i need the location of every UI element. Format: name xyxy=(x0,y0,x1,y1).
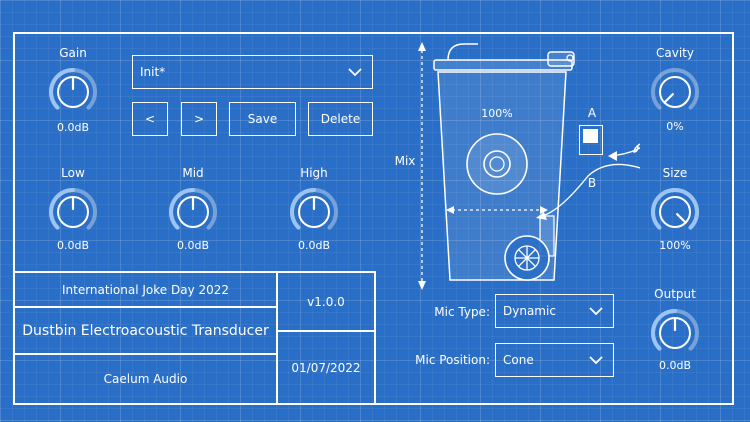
cavity-value: 0% xyxy=(666,120,684,133)
mid-label: Mid xyxy=(182,166,204,180)
release-date: 01/07/2022 xyxy=(291,360,361,375)
mix-label: Mix xyxy=(394,154,416,168)
ab-switch[interactable] xyxy=(579,125,603,155)
mic-type-dropdown[interactable]: Dynamic xyxy=(495,294,614,328)
chevron-down-icon xyxy=(589,307,603,315)
speaker-icon xyxy=(466,133,528,195)
company-name: Caelum Audio xyxy=(103,372,188,386)
low-value: 0.0dB xyxy=(56,239,90,252)
previous-preset-button[interactable]: < xyxy=(132,102,168,136)
mic-type-label: Mic Type: xyxy=(434,305,490,319)
high-value: 0.0dB xyxy=(297,239,331,252)
gain-value: 0.0dB xyxy=(56,121,90,134)
gain-knob[interactable] xyxy=(47,66,99,118)
save-button[interactable]: Save xyxy=(229,102,296,136)
switch-a-label: A xyxy=(587,106,597,120)
info-panel xyxy=(13,271,376,405)
event-name: International Joke Day 2022 xyxy=(61,282,230,297)
info-divider xyxy=(13,353,278,355)
product-title: Dustbin Electroacoustic Transducer xyxy=(22,322,269,339)
high-label: High xyxy=(300,166,328,180)
size-knob[interactable] xyxy=(649,186,701,238)
cavity-knob[interactable] xyxy=(649,66,701,118)
next-preset-button[interactable]: > xyxy=(181,102,217,136)
size-value: 100% xyxy=(659,239,691,252)
low-knob[interactable] xyxy=(47,186,99,238)
chevron-down-icon xyxy=(348,68,362,76)
info-divider xyxy=(276,271,278,405)
mid-knob[interactable] xyxy=(167,186,219,238)
preset-selected: Init* xyxy=(140,65,166,79)
version-label: v1.0.0 xyxy=(307,294,345,309)
output-label: Output xyxy=(654,287,696,301)
info-divider xyxy=(13,306,278,308)
high-knob[interactable] xyxy=(288,186,340,238)
mic-type-selected: Dynamic xyxy=(503,304,556,318)
cavity-label: Cavity xyxy=(656,46,694,60)
chevron-down-icon xyxy=(589,356,603,364)
output-value: 0.0dB xyxy=(658,359,692,372)
gain-label: Gain xyxy=(59,46,87,60)
delete-button[interactable]: Delete xyxy=(308,102,373,136)
mic-position-selected: Cone xyxy=(503,353,534,367)
low-label: Low xyxy=(61,166,85,180)
switch-b-label: B xyxy=(587,176,597,190)
dustbin-illustration xyxy=(418,42,640,290)
mic-position-label: Mic Position: xyxy=(415,353,490,367)
mic-position-dropdown[interactable]: Cone xyxy=(495,343,614,377)
output-knob[interactable] xyxy=(649,307,701,359)
mid-value: 0.0dB xyxy=(176,239,210,252)
size-label: Size xyxy=(662,166,688,180)
preset-dropdown[interactable]: Init* xyxy=(132,55,373,89)
switch-thumb xyxy=(583,129,598,143)
info-divider xyxy=(276,330,376,332)
mix-value: 100% xyxy=(481,107,513,120)
